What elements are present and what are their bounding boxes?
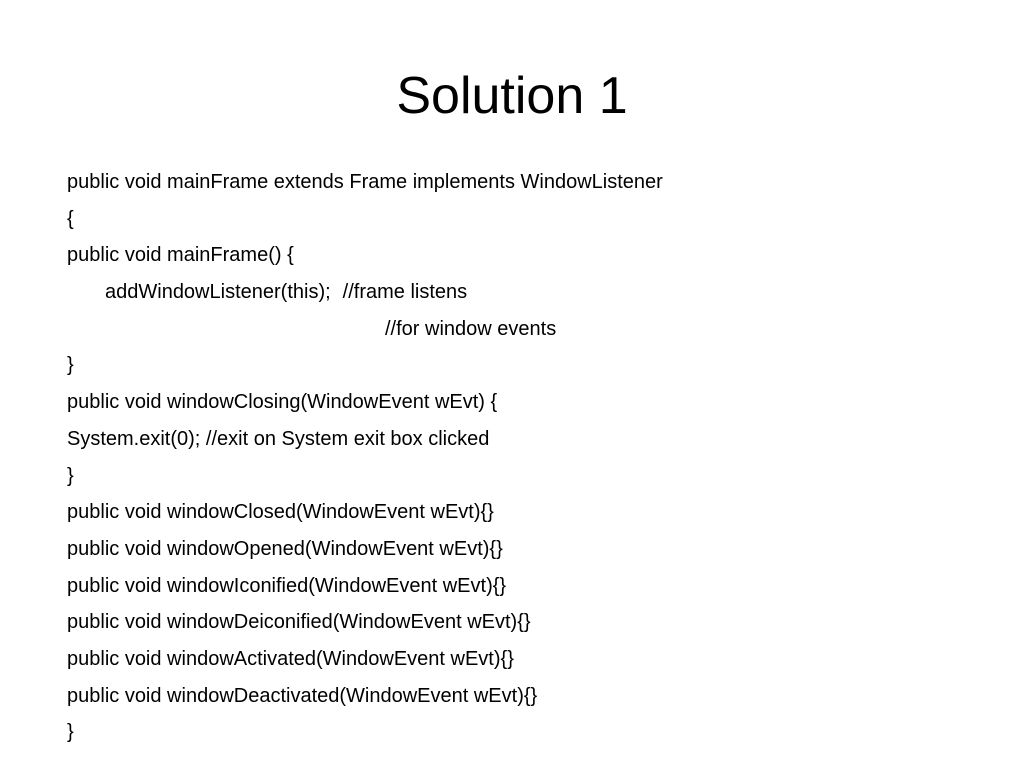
code-line: } <box>67 347 997 384</box>
code-line: //for window events <box>67 311 997 348</box>
code-text: addWindowListener(this); <box>105 281 331 304</box>
code-line: public void windowIconified(WindowEvent … <box>67 568 997 605</box>
code-line: addWindowListener(this); //frame listens <box>67 274 997 311</box>
code-text: } <box>67 354 74 377</box>
code-text: public void mainFrame() { <box>67 244 294 267</box>
code-line: public void windowOpened(WindowEvent wEv… <box>67 531 997 568</box>
code-line: } <box>67 458 997 495</box>
code-text: System.exit(0); //exit on System exit bo… <box>67 427 490 450</box>
code-text: { <box>67 207 74 230</box>
code-text: public void windowIconified(WindowEvent … <box>67 574 507 597</box>
code-line: public void windowClosing(WindowEvent wE… <box>67 384 997 421</box>
slide-title: Solution 1 <box>396 67 628 125</box>
code-line: System.exit(0); //exit on System exit bo… <box>67 421 997 458</box>
code-text: public void windowClosed(WindowEvent wEv… <box>67 501 494 524</box>
code-text: public void windowActivated(WindowEvent … <box>67 647 514 670</box>
code-text: } <box>67 721 74 744</box>
code-comment: //frame listens <box>342 281 468 304</box>
code-text: public void windowClosing(WindowEvent wE… <box>67 391 498 414</box>
code-comment: //for window events <box>385 317 557 340</box>
code-line: public void mainFrame extends Frame impl… <box>67 164 997 201</box>
code-text: } <box>67 464 74 487</box>
code-line: public void windowDeiconified(WindowEven… <box>67 604 997 641</box>
code-text: public void windowDeactivated(WindowEven… <box>67 684 538 707</box>
code-text: public void windowDeiconified(WindowEven… <box>67 611 531 634</box>
code-text: public void mainFrame extends Frame impl… <box>67 171 663 193</box>
code-block: public void mainFrame extends Frame impl… <box>67 164 997 751</box>
code-line: public void windowActivated(WindowEvent … <box>67 641 997 678</box>
code-line: public void windowClosed(WindowEvent wEv… <box>67 494 997 531</box>
code-line: } <box>67 714 997 751</box>
code-line: public void windowDeactivated(WindowEven… <box>67 678 997 715</box>
code-text: public void windowOpened(WindowEvent wEv… <box>67 537 503 560</box>
code-line: public void mainFrame() { <box>67 237 997 274</box>
code-line: { <box>67 201 997 238</box>
